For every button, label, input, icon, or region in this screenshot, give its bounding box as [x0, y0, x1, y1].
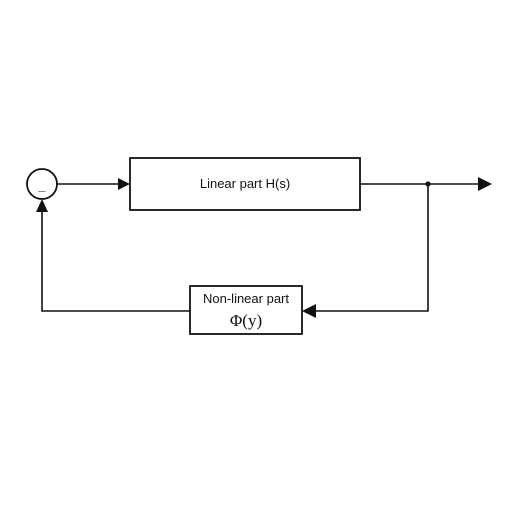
feedback-to-junction-arrowhead [36, 199, 48, 212]
nonlinear-block-function: Φ(y) [230, 311, 262, 330]
summing-junction-sign: _ [37, 178, 46, 193]
feedback-return-line [41, 211, 190, 312]
feedback-down-line [314, 184, 429, 312]
nonlinear-block-box [189, 285, 303, 335]
linear-block-box [129, 157, 361, 211]
nonlinear-block: Non-linear part Φ(y) [189, 285, 303, 335]
nonlinear-block-label: Non-linear part [203, 291, 289, 306]
output-connector [360, 177, 492, 191]
output-arrowhead [478, 177, 492, 191]
linear-block: Linear part H(s) [129, 157, 361, 211]
feedback-down-connector [302, 184, 429, 318]
linear-block-label: Linear part H(s) [200, 176, 290, 191]
feedback-to-nonlinear-arrowhead [302, 304, 316, 318]
feedback-return-connector [36, 199, 190, 312]
summing-junction: _ [26, 168, 58, 200]
junction-to-linear-arrowhead [118, 178, 130, 190]
junction-to-linear-connector [57, 178, 130, 190]
